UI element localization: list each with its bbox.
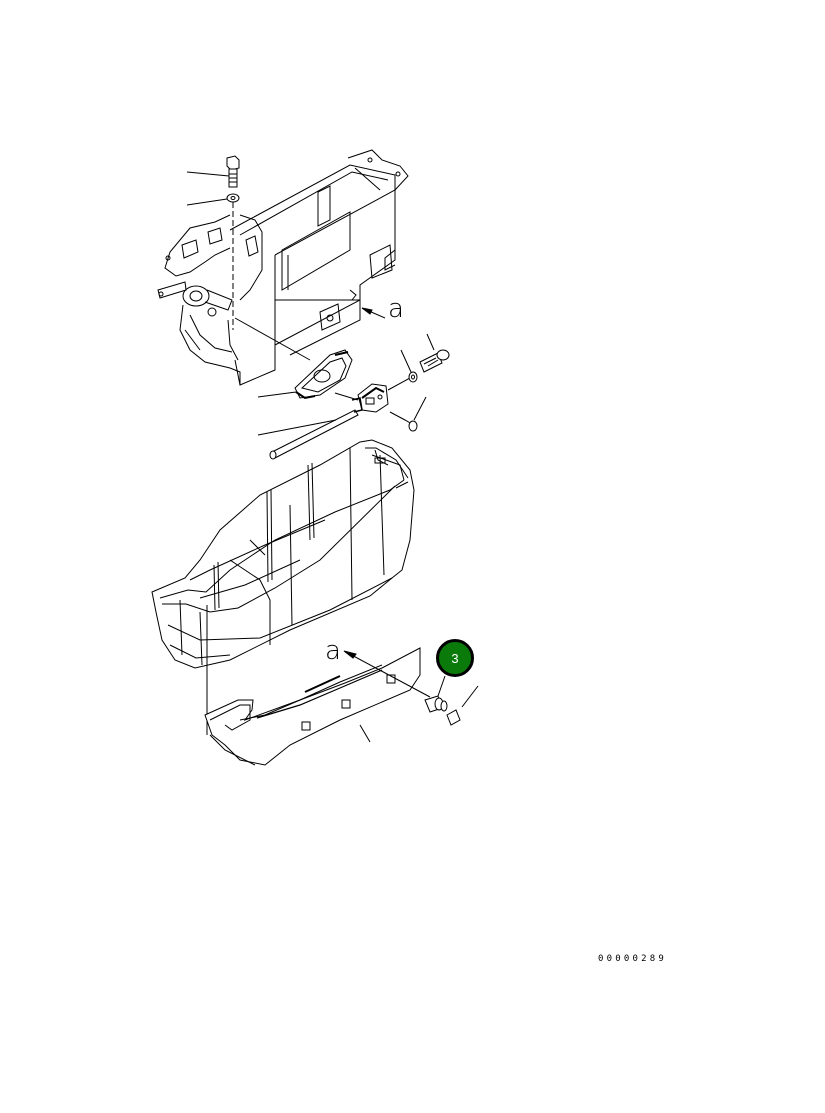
view-label-a-top: a bbox=[388, 294, 404, 324]
cap-icon bbox=[447, 686, 478, 725]
bracket-plate-icon bbox=[258, 350, 352, 398]
console-frame-icon bbox=[158, 150, 408, 385]
switch-assembly-icon bbox=[335, 378, 410, 412]
console-cover-icon bbox=[152, 440, 414, 668]
washer-right-icon bbox=[401, 350, 417, 382]
bolt-right-icon bbox=[420, 334, 449, 372]
side-panel-icon bbox=[205, 648, 430, 765]
drawing-code: 00000289 bbox=[598, 954, 667, 964]
screw-right-icon bbox=[390, 397, 426, 431]
clip-bolt-icon bbox=[425, 676, 447, 712]
bolt-top-icon bbox=[187, 156, 239, 187]
view-label-a-bottom: a bbox=[325, 636, 341, 666]
washer-top-icon bbox=[187, 194, 239, 330]
callout-3[interactable]: 3 bbox=[436, 639, 474, 677]
rod-icon bbox=[258, 410, 358, 459]
callout-number: 3 bbox=[451, 650, 459, 666]
